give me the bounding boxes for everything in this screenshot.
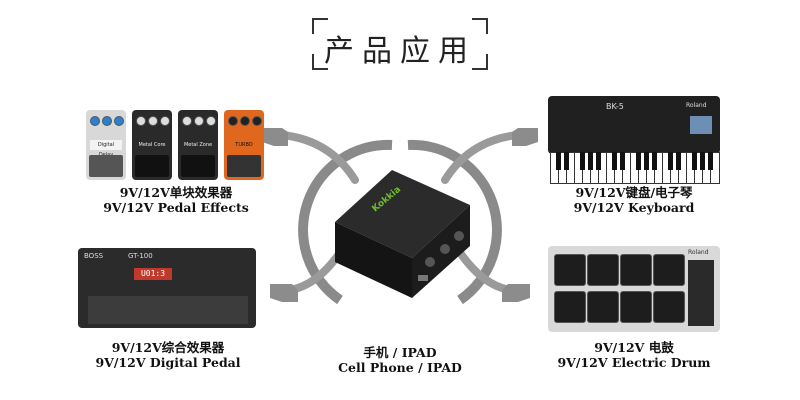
- label-en: Cell Phone / IPAD: [338, 360, 462, 375]
- label-cn: 手机 / IPAD: [363, 345, 437, 360]
- key-black: [556, 152, 561, 170]
- drum-pad: [587, 291, 619, 323]
- pedal-label: Digital Delay: [90, 140, 122, 158]
- pedal-label: Metal Zone: [182, 140, 214, 150]
- electric-drum-label: 9V/12V 电鼓 9V/12V Electric Drum: [548, 340, 720, 370]
- frame-corner: [472, 54, 488, 70]
- drum-pad: [620, 291, 652, 323]
- hand-pointer-icon: [502, 284, 530, 302]
- pedal-turbo: TURBO: [224, 110, 264, 180]
- pedal-effects-label: 9V/12V单块效果器 9V/12V Pedal Effects: [76, 185, 276, 215]
- drum-pad: [587, 254, 619, 286]
- drum-pad: [554, 254, 586, 286]
- key-black: [612, 152, 617, 170]
- key-black: [676, 152, 681, 170]
- electric-drum-image: Roland: [548, 246, 720, 332]
- frame-corner: [472, 18, 488, 34]
- drum-pad: [653, 291, 685, 323]
- digital-pedal-display: U01:3: [134, 268, 172, 280]
- pedal-effects-image: Digital Delay Metal Core Metal Zone TURB…: [86, 110, 266, 182]
- label-en: 9V/12V Digital Pedal: [95, 355, 241, 370]
- label-cn: 9V/12V综合效果器: [111, 340, 225, 355]
- pedal-label: TURBO: [228, 140, 260, 150]
- keyboard-image: BK-5 Roland: [548, 96, 720, 184]
- key-black: [644, 152, 649, 170]
- hand-pointer-icon: [512, 128, 538, 146]
- keyboard-model: BK-5: [606, 102, 624, 111]
- drum-pad: [620, 254, 652, 286]
- drum-pad: [554, 291, 586, 323]
- keyboard-brand: Roland: [686, 102, 707, 109]
- label-en: 9V/12V Pedal Effects: [103, 200, 249, 215]
- phone-ipad-label: 手机 / IPAD Cell Phone / IPAD: [320, 345, 480, 375]
- digital-pedal-image: BOSS GT-100 U01:3: [78, 248, 258, 330]
- key-black: [580, 152, 585, 170]
- key-black: [620, 152, 625, 170]
- digital-pedal-label: 9V/12V综合效果器 9V/12V Digital Pedal: [68, 340, 268, 370]
- label-en: 9V/12V Keyboard: [573, 200, 695, 215]
- key-black: [700, 152, 705, 170]
- hand-pointer-icon: [270, 284, 298, 302]
- label-cn: 9V/12V单块效果器: [119, 185, 233, 200]
- title-frame: 产品应用: [312, 18, 488, 70]
- key-black: [596, 152, 601, 170]
- key-black: [636, 152, 641, 170]
- frame-corner: [312, 18, 328, 34]
- key-black: [708, 152, 713, 170]
- key-black: [564, 152, 569, 170]
- digital-pedal-model: GT-100: [128, 252, 153, 260]
- key-black: [588, 152, 593, 170]
- label-cn: 9V/12V键盘/电子琴: [575, 185, 693, 200]
- key-black: [652, 152, 657, 170]
- page-title: 产品应用: [324, 34, 476, 69]
- label-cn: 9V/12V 电鼓: [594, 340, 674, 355]
- keyboard-label: 9V/12V键盘/电子琴 9V/12V Keyboard: [548, 185, 720, 215]
- key-black: [668, 152, 673, 170]
- drum-brand: Roland: [688, 249, 709, 256]
- digital-pedal-brand: BOSS: [84, 252, 104, 260]
- drum-pad: [653, 254, 685, 286]
- label-en: 9V/12V Electric Drum: [557, 355, 711, 370]
- key-black: [692, 152, 697, 170]
- hand-pointer-icon: [262, 128, 288, 146]
- pedal-metal-zone: Metal Zone: [178, 110, 218, 180]
- pedal-digital-delay: Digital Delay: [86, 110, 126, 180]
- pedal-metal-core: Metal Core: [132, 110, 172, 180]
- frame-corner: [312, 54, 328, 70]
- pedal-label: Metal Core: [136, 140, 168, 150]
